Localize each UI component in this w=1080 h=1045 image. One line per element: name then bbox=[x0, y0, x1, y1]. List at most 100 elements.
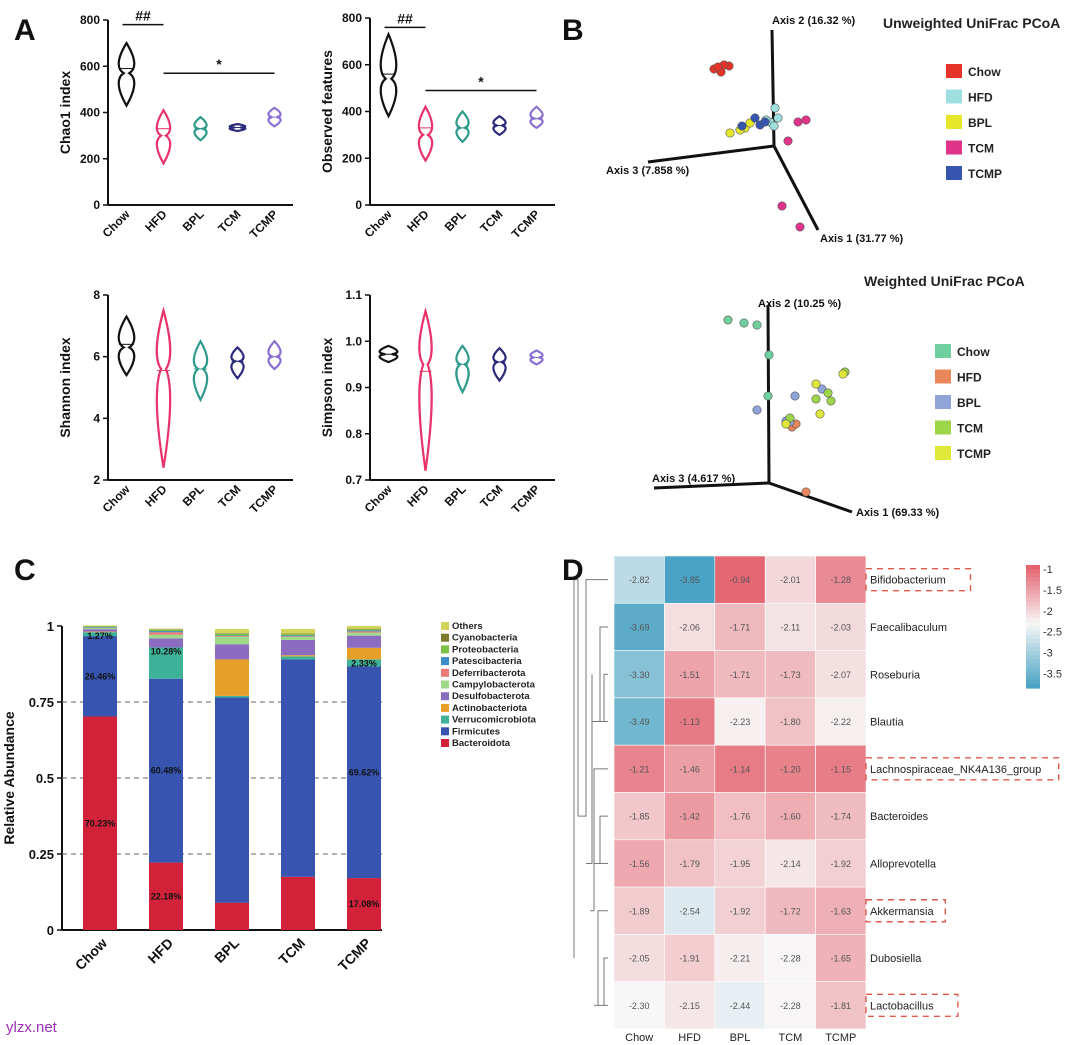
heatmap-cell-label: -1.80 bbox=[780, 717, 801, 727]
sample-point-chow bbox=[763, 391, 773, 401]
y-tick-label: 1.0 bbox=[345, 334, 362, 348]
bar-segment-verrucomicrobiota bbox=[347, 659, 381, 667]
x-tick-label: TCM bbox=[275, 935, 308, 968]
dendrogram-branch bbox=[594, 815, 608, 864]
x-tick-label: TCM bbox=[215, 482, 243, 510]
colorbar-step bbox=[1026, 663, 1040, 669]
heatmap-cell bbox=[664, 650, 716, 699]
legend-swatch bbox=[441, 645, 449, 654]
heatmap-cell-label: -1.21 bbox=[629, 764, 650, 774]
heatmap-cell bbox=[764, 744, 816, 793]
violin-chow bbox=[117, 314, 136, 378]
heatmap-cell bbox=[613, 555, 665, 604]
significance-mark: * bbox=[478, 73, 484, 89]
y-tick-label: 6 bbox=[93, 350, 100, 364]
bar-segment-desulfobacterota bbox=[83, 629, 117, 632]
heatmap-cell-label: -1.92 bbox=[831, 859, 852, 869]
y-tick-label: 400 bbox=[342, 105, 362, 119]
x-tick-label: Chow bbox=[100, 482, 133, 515]
bar-segment-bacteroidota bbox=[83, 716, 117, 930]
data-label: 60.48% bbox=[151, 766, 182, 776]
heatmap-cell bbox=[764, 697, 816, 746]
legend-label-hfd: HFD bbox=[968, 91, 993, 105]
violin-hfd bbox=[155, 108, 172, 166]
heatmap-row-label: Alloprevotella bbox=[870, 858, 937, 870]
sample-point-tcm bbox=[823, 388, 833, 398]
legend-label-tcmp: TCMP bbox=[957, 447, 991, 461]
heatmap-cell bbox=[815, 650, 867, 699]
colorbar-tick-label: -3.5 bbox=[1043, 668, 1062, 680]
sample-point-bpl bbox=[725, 128, 735, 138]
dendrogram-branch bbox=[578, 579, 608, 817]
heatmap-cell-label: -1.46 bbox=[679, 764, 700, 774]
heatmap-cell-label: -1.79 bbox=[679, 859, 700, 869]
sample-point-chow bbox=[713, 62, 723, 72]
heatmap-cell bbox=[714, 697, 766, 746]
heatmap-cell-label: -1.42 bbox=[679, 812, 700, 822]
heatmap-cell-label: -2.21 bbox=[730, 954, 751, 964]
colorbar-step bbox=[1026, 589, 1040, 595]
heatmap-cell bbox=[714, 744, 766, 793]
sample-point-chow bbox=[764, 350, 774, 360]
heatmap-row-label: Bifidobacterium bbox=[870, 575, 946, 587]
bar-segment-patescibacteria bbox=[347, 630, 381, 632]
heatmap-cell-label: -1.60 bbox=[780, 812, 801, 822]
legend-label: Firmicutes bbox=[452, 726, 500, 737]
heatmap-row-label: Roseburia bbox=[870, 669, 921, 681]
legend-label-chow: Chow bbox=[968, 65, 1001, 79]
sample-point-tcm bbox=[826, 396, 836, 406]
legend-label-tcmp: TCMP bbox=[968, 167, 1002, 181]
bar-segment-patescibacteria bbox=[149, 631, 183, 633]
axis-1-label: Axis 1 (69.33 %) bbox=[856, 507, 939, 519]
colorbar-step bbox=[1026, 655, 1040, 660]
violin-chow bbox=[379, 31, 398, 119]
colorbar-step bbox=[1026, 597, 1040, 603]
heatmap-cell-label: -3.49 bbox=[629, 717, 650, 727]
bar-segment-others bbox=[83, 625, 117, 627]
bar-segment-verrucomicrobiota bbox=[215, 695, 249, 698]
x-tick-label: TCMP bbox=[509, 207, 543, 241]
axis-3-label: Axis 3 (7.858 %) bbox=[606, 165, 689, 177]
heatmap-cell-label: -1.91 bbox=[679, 954, 700, 964]
heatmap-cell bbox=[815, 839, 867, 888]
bar-segment-campylobacterota bbox=[83, 627, 117, 630]
bar-segment-verrucomicrobiota bbox=[281, 656, 315, 660]
pcoa-title: Unweighted UniFrac PCoA bbox=[883, 15, 1060, 31]
heatmap-cell bbox=[815, 934, 867, 983]
heatmap-column-label: BPL bbox=[730, 1032, 751, 1044]
colorbar-tick-label: -3 bbox=[1043, 648, 1053, 660]
legend-swatch-tcm bbox=[935, 420, 951, 435]
heatmap-cell-label: -1.65 bbox=[831, 954, 852, 964]
colorbar-step bbox=[1026, 659, 1040, 664]
data-label: 70.23% bbox=[85, 818, 116, 828]
bar-segment-firmicutes bbox=[215, 697, 249, 903]
heatmap-row-label: Blautia bbox=[870, 717, 905, 729]
x-tick-label: TCMP bbox=[509, 482, 543, 516]
sample-point-tcm bbox=[793, 117, 803, 127]
heatmap-cell bbox=[815, 744, 867, 793]
heatmap-cell bbox=[714, 934, 766, 983]
heatmap-cell-label: -1.20 bbox=[780, 764, 801, 774]
colorbar-step bbox=[1026, 667, 1040, 673]
y-tick-label: 4 bbox=[93, 411, 100, 425]
colorbar-step bbox=[1026, 675, 1040, 681]
colorbar-step bbox=[1026, 634, 1040, 640]
bar-segment-campylobacterota bbox=[149, 634, 183, 639]
sample-point-hfd bbox=[773, 113, 783, 123]
bar-segment-proteobacteria bbox=[149, 629, 183, 632]
y-tick-label: 0.75 bbox=[29, 695, 54, 710]
pcoa-title: Weighted UniFrac PCoA bbox=[864, 273, 1025, 289]
legend-label: Deferribacterota bbox=[452, 668, 526, 679]
significance-mark: ## bbox=[135, 8, 151, 24]
colorbar-step bbox=[1026, 630, 1040, 636]
bar-segment-firmicutes bbox=[281, 659, 315, 877]
y-tick-label: 0.5 bbox=[36, 771, 54, 786]
bar-segment-patescibacteria bbox=[215, 635, 249, 637]
bar-segment-verrucomicrobiota bbox=[83, 632, 117, 637]
legend-swatch bbox=[441, 715, 449, 724]
y-tick-label: 800 bbox=[80, 13, 100, 27]
data-label: 17.08% bbox=[349, 899, 380, 909]
